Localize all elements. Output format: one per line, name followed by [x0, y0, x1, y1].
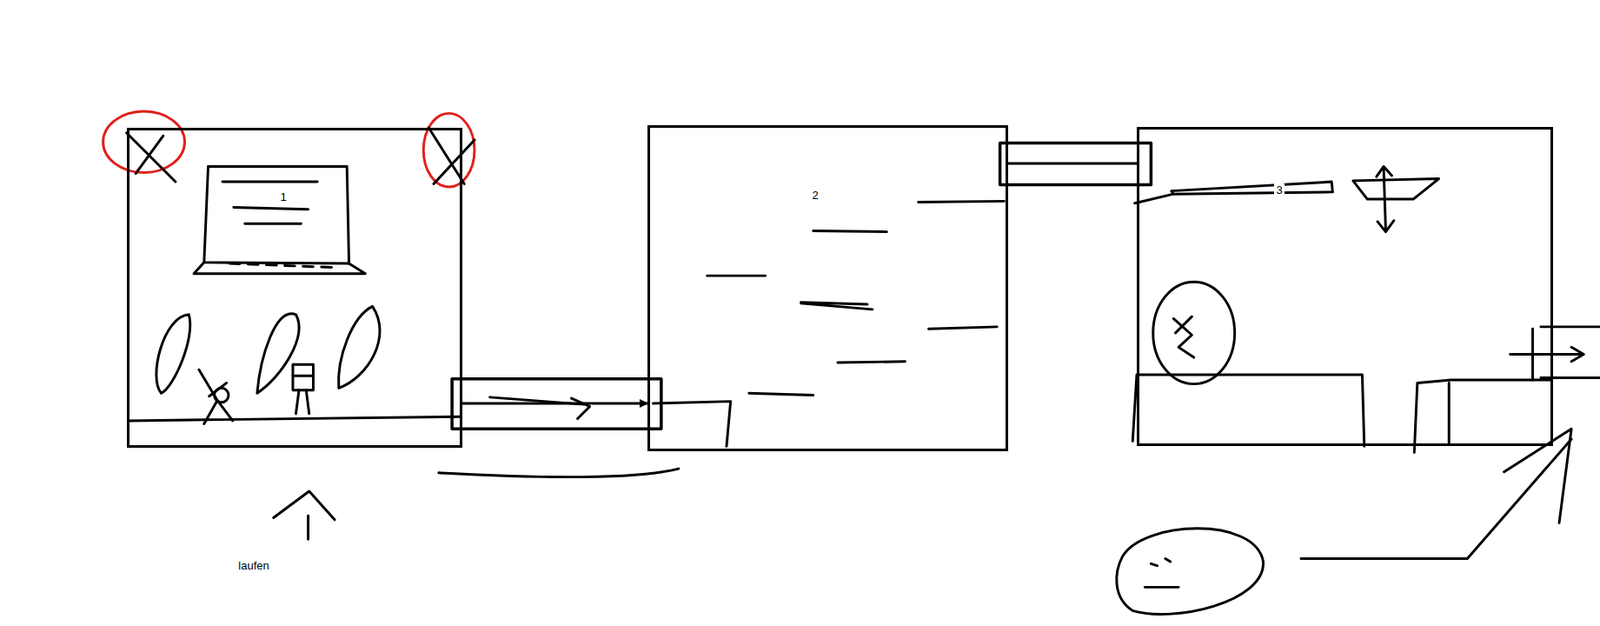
scene-box: 2	[647, 125, 1009, 452]
bridge-connector	[462, 402, 648, 405]
scene-box: 3	[1136, 126, 1554, 446]
label-holder: laufen	[236, 557, 271, 573]
note-label: laufen	[236, 558, 271, 572]
scene-number: 2	[809, 188, 820, 202]
bridge-connector	[1008, 162, 1137, 166]
scene-box: 1	[126, 127, 463, 448]
scene-number: 3	[1274, 183, 1284, 197]
scene-number: 1	[278, 190, 288, 204]
